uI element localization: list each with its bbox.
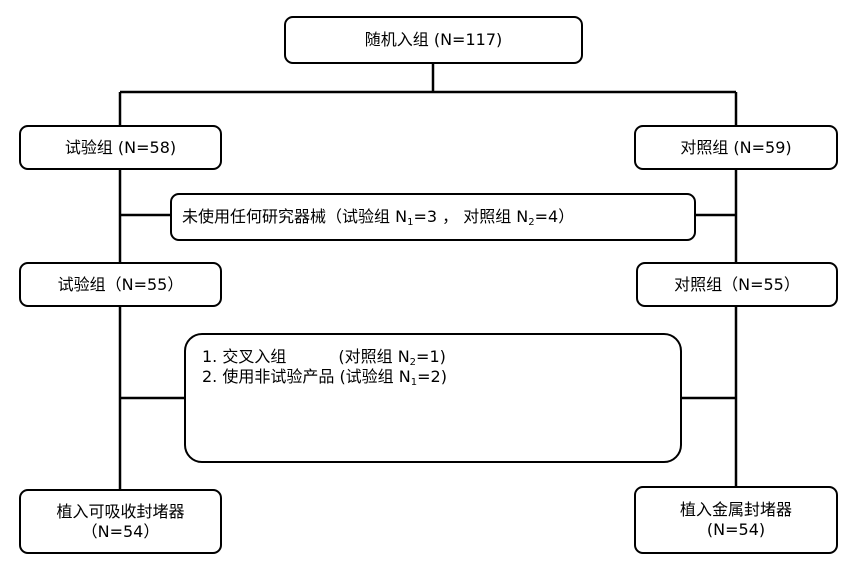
control-group-label-1: 对照组 (N=59) [680, 137, 792, 157]
test-group-label-1: 试验组 (N=58) [64, 137, 177, 157]
control-group-box-2: 对照组（N=55） [636, 262, 838, 307]
control-group-box-1: 对照组 (N=59) [634, 125, 838, 170]
deviation-item-2: 2. 使用非试验产品 (试验组 N1=2) [202, 367, 447, 388]
deviation-item-1: 1. 交叉入组(对照组 N2=1) [202, 347, 446, 368]
randomization-box: 随机入组 (N=117) [284, 16, 583, 64]
final-test-line-1: 植入可吸收封堵器 [56, 501, 185, 521]
final-test-line-2: （N=54） [81, 521, 160, 541]
final-control-box: 植入金属封堵器 (N=54) [634, 486, 838, 554]
final-control-line-2: (N=54) [706, 520, 766, 539]
test-group-label-2: 试验组（N=55） [57, 274, 184, 294]
exclusion-box: 未使用任何研究器械（试验组 N1=3 ， 对照组 N2=4） [170, 193, 696, 241]
test-group-box-2: 试验组（N=55） [19, 262, 222, 307]
randomization-label: 随机入组 (N=117) [364, 30, 503, 49]
test-group-box-1: 试验组 (N=58) [19, 125, 222, 170]
final-control-line-1: 植入金属封堵器 [679, 500, 792, 519]
final-test-box: 植入可吸收封堵器 （N=54） [19, 489, 222, 554]
protocol-deviation-box: 1. 交叉入组(对照组 N2=1) 2. 使用非试验产品 (试验组 N1=2) [184, 333, 682, 463]
control-group-label-2: 对照组（N=55） [674, 274, 800, 294]
exclusion-text: 未使用任何研究器械（试验组 N1=3 ， 对照组 N2=4） [182, 207, 575, 228]
